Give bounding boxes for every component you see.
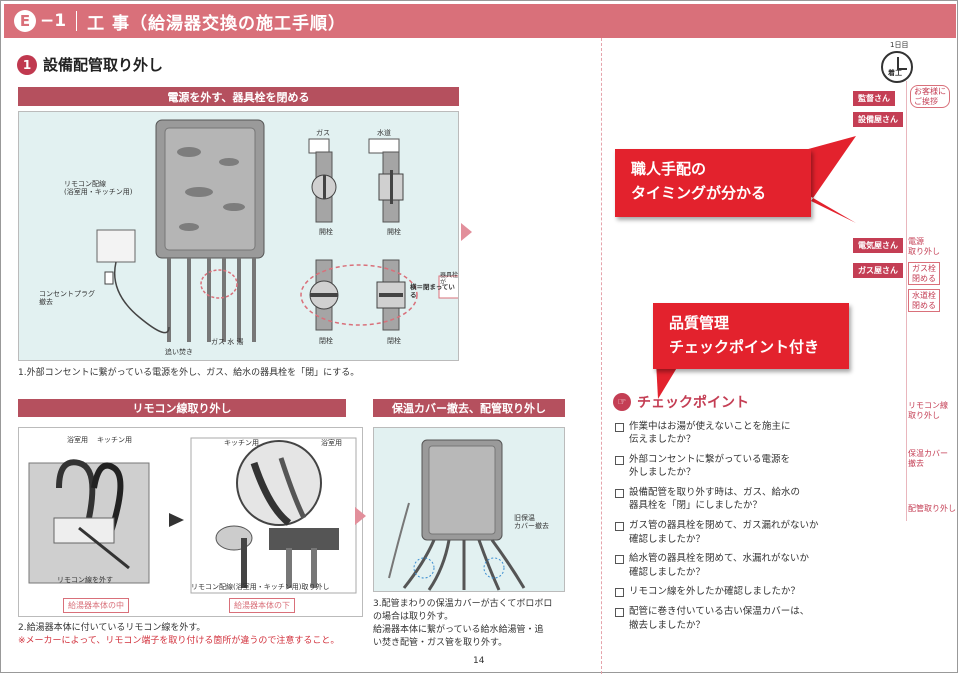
section-header: E −1 工 事（給湯器交換の施工手順） (4, 4, 956, 38)
water-open-label: 開栓 (387, 228, 401, 236)
supervisor-note: お客様に ご挨拶 (910, 85, 950, 109)
cover-removal-diagram (388, 439, 526, 591)
checkpoint-item-text: 設備配管を取り外す時は、ガス、給水の 器具栓を「閉」にしましたか？ (629, 487, 801, 512)
water-note: 水道栓 閉める (908, 289, 940, 313)
checkpoint-list: 作業中はお湯が使えないことを施主に 伝えましたか？ 外部コンセントに繋がっている… (615, 420, 875, 638)
next-arrow (461, 223, 472, 241)
checkbox[interactable] (615, 456, 624, 466)
checkpoint-item[interactable]: 作業中はお湯が使えないことを施主に 伝えましたか？ (615, 420, 875, 447)
checkbox[interactable] (615, 423, 624, 432)
electrician-note: 電源 取り外し (908, 237, 940, 256)
checkpoint-item-text: リモコン線を外したか確認しましたか？ (629, 586, 801, 598)
power-off-illustration: リモコン配線 (浴室用・キッチン用) コンセントプラグ 撤去 追い焚き ガス 水… (18, 111, 459, 361)
water-closed-label: 閉栓 (387, 337, 401, 345)
next-arrow-2 (355, 507, 366, 525)
checkpoint-heading: チェックポイント (637, 395, 749, 411)
gas-closed-label: 閉栓 (319, 337, 333, 345)
checkbox[interactable] (615, 555, 624, 565)
checkpoint-item-text: 外部コンセントに繋がっている電源を 外しましたか？ (629, 454, 791, 479)
checkpoint-item[interactable]: 設備配管を取り外す時は、ガス、給水の 器具栓を「閉」にしましたか？ (615, 486, 875, 513)
step2-caption: 2.給湯器本体に付いているリモコン線を外す。 (18, 623, 206, 633)
pipes-label: ガス 水 湯 (211, 338, 244, 346)
oidaki-label: 追い焚き (165, 348, 193, 356)
checkpoint-item-text: ガス管の器具栓を閉めて、ガス漏れがないか 確認しましたか？ (629, 520, 819, 545)
gas-open-label: 開栓 (319, 228, 333, 236)
section-number: −1 (40, 11, 67, 31)
side-note-remote: リモコン線 取り外し (908, 401, 948, 420)
remove-line-label: リモコン線を外す (57, 576, 113, 584)
kitchen-label: キッチン用 (97, 436, 132, 444)
checkbox[interactable] (615, 608, 624, 618)
callout-timing: 職人手配の タイミングが分かる (615, 149, 811, 217)
callout-pointer-quality (656, 361, 681, 399)
side-note-cover: 保温カバー 撤去 (908, 449, 948, 468)
cover-removal-bar: 保温カバー撤去、配管取り外し (373, 399, 565, 417)
role-plumber: 設備屋さん (853, 112, 903, 127)
page-number: 14 (473, 656, 485, 666)
checkpoint-hand-icon: ☞ (613, 393, 631, 411)
step1-caption: 1.外部コンセントに繋がっている電源を外し、ガス、給水の器具栓を「閉」にする。 (18, 368, 360, 378)
role-supervisor: 監督さん (853, 91, 895, 106)
step3-caption: 3.配管まわりの保温カバーが古くてボロボロ の場合は取り外す。 給湯器本体に繋が… (373, 599, 553, 649)
step-number: 1 (17, 54, 37, 75)
callout-pointer-timing (801, 136, 856, 223)
checkpoint-item-text: 作業中はお湯が使えないことを施主に 伝えましたか？ (629, 421, 791, 446)
power-off-bar: 電源を外す、器具栓を閉める (18, 87, 459, 106)
water-label: 水道 (377, 129, 391, 137)
step-heading: 設備配管取り外し (43, 56, 164, 74)
plug-label: コンセントプラグ 撤去 (39, 290, 95, 307)
section-title: 工 事（給湯器交換の施工手順） (87, 13, 346, 34)
kitchen-label-2: キッチン用 (224, 439, 259, 447)
clock-label: 着工 (888, 69, 902, 77)
section-badge: E (14, 10, 36, 32)
role-electrician: 電気屋さん (853, 238, 903, 253)
clock-top-label: 1日目 (890, 41, 909, 49)
side-note-pipes: 配管取り外し (908, 504, 956, 513)
bath-label: 浴室用 (67, 436, 88, 444)
remote-removal-diagram (28, 437, 357, 594)
gas-note: ガス栓 閉める (908, 262, 940, 286)
valve-note-bold: 横＝閉まっている (410, 283, 455, 299)
step-title: 1 設備配管取り外し (17, 54, 163, 75)
water-heater-diagram (96, 119, 458, 342)
role-gas: ガス屋さん (853, 263, 903, 278)
tag-inside: 給湯器本体の中 (63, 598, 129, 613)
remove-cable-label: リモコン配線(浴室用・キッチン用)取り外し (191, 583, 330, 591)
step2-caption-warning: ※メーカーによって、リモコン端子を取り付ける箇所が違うので注意すること。 (18, 636, 340, 646)
clock-icon (881, 51, 913, 83)
callout-quality: 品質管理 チェックポイント付き (653, 303, 849, 369)
old-cover-label: 旧保温 カバー撤去 (514, 514, 549, 531)
checkpoint-item-text: 配管に巻き付いている古い保温カバーは、 撤去しましたか？ (629, 606, 810, 631)
remote-removal-bar: リモコン線取り外し (18, 399, 346, 417)
tag-below: 給湯器本体の下 (229, 598, 295, 613)
checkpoint-item[interactable]: リモコン線を外したか確認しましたか？ (615, 585, 875, 598)
bath-label-2: 浴室用 (321, 439, 342, 447)
timeline-line (906, 81, 907, 521)
remote-cable-label: リモコン配線 (浴室用・キッチン用) (64, 180, 133, 197)
checkpoint-item-text: 給水管の器具栓を閉めて、水漏れがないか 確認しましたか？ (629, 553, 810, 578)
page-divider (601, 38, 602, 674)
cover-removal-illustration: 旧保温 カバー撤去 (373, 427, 565, 592)
remote-removal-illustration: 浴室用 キッチン用 キッチン用 浴室用 リモコン線を外す リモコン配線(浴室用・… (18, 427, 363, 617)
checkbox[interactable] (615, 522, 624, 532)
checkbox[interactable] (615, 588, 624, 598)
valve-note: 器具栓が (440, 272, 459, 287)
checkpoint-item[interactable]: 外部コンセントに繋がっている電源を 外しましたか？ (615, 453, 875, 480)
checkpoint-item[interactable]: ガス管の器具栓を閉めて、ガス漏れがないか 確認しましたか？ (615, 519, 875, 546)
checkpoint-item[interactable]: 給水管の器具栓を閉めて、水漏れがないか 確認しましたか？ (615, 552, 875, 579)
checkpoint-item[interactable]: 配管に巻き付いている古い保温カバーは、 撤去しましたか？ (615, 605, 875, 632)
checkbox[interactable] (615, 489, 624, 499)
checkpoint-title: ☞ チェックポイント (613, 392, 749, 412)
gas-label: ガス (316, 129, 330, 137)
header-separator (76, 11, 78, 31)
